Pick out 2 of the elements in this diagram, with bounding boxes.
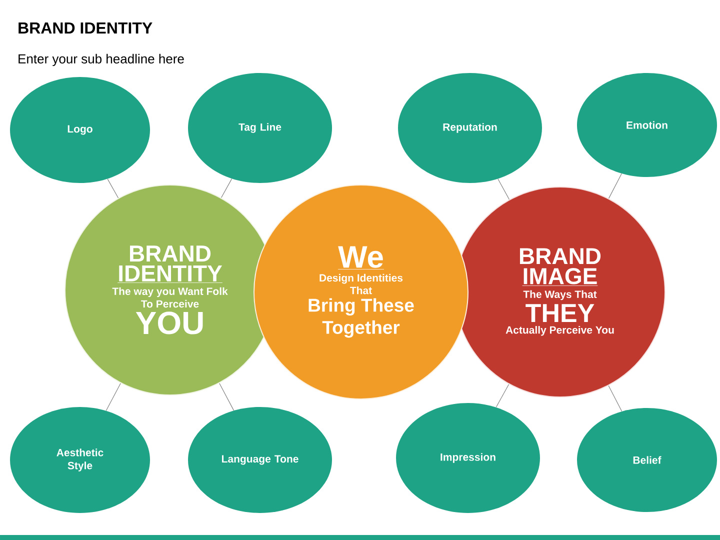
subtitle: Enter your sub headline here <box>18 54 184 66</box>
title: BRAND IDENTITY <box>18 22 152 34</box>
